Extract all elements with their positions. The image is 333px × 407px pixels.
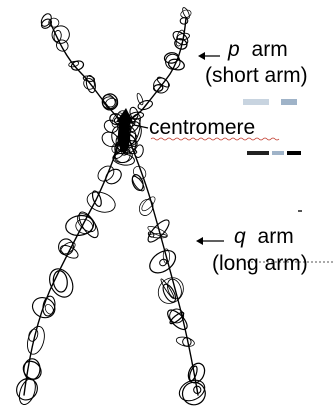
q-arm-label: q arm (long arm): [196, 225, 308, 275]
p-arm-word: arm: [252, 38, 288, 61]
artifact-bar-2: [272, 151, 284, 155]
q-arm-right-loop: [146, 246, 180, 277]
q-arm-arrowhead: [196, 237, 203, 245]
p-arm-letter: p: [227, 38, 240, 61]
q-arm-right-loop: [175, 335, 195, 348]
p-arm-label: p arm (short arm): [198, 38, 308, 87]
artifact-bar-1: [247, 151, 269, 155]
p-arm-right-loop: [167, 58, 185, 72]
artifact-dot: [298, 210, 302, 212]
q-arm-right-loop: [165, 307, 191, 333]
artifact-hatch-2: [281, 99, 297, 105]
q-arm-left-loop: [45, 265, 77, 301]
q-arm-letter: q: [234, 225, 246, 248]
svg-text:q arm: q arm: [234, 225, 294, 248]
p-arm-right-loop: [180, 9, 192, 19]
q-arm-left-loop: [103, 166, 124, 186]
centromere-text: centromere: [149, 116, 255, 139]
p-arm-note: (short arm): [205, 64, 308, 87]
q-arm-right-loop: [140, 195, 158, 213]
p-arm-right-loop: [180, 18, 188, 24]
p-arm-left-loop: [100, 92, 117, 109]
q-arm-left-strand: [24, 124, 124, 395]
artifact-bar-3: [287, 151, 301, 155]
q-arm-right-strand: [124, 124, 198, 395]
p-arm-right-strand: [124, 18, 186, 124]
svg-text:p arm: p arm: [227, 38, 288, 61]
q-arm-note: (long arm): [212, 252, 308, 275]
q-arm-left-loop: [74, 217, 94, 235]
chromosome-drawing: [12, 7, 208, 407]
p-arm-arrowhead: [198, 52, 205, 60]
artifact-hatch-1: [243, 99, 269, 105]
centromere-label: centromere: [134, 116, 279, 140]
q-arm-word: arm: [258, 225, 294, 248]
